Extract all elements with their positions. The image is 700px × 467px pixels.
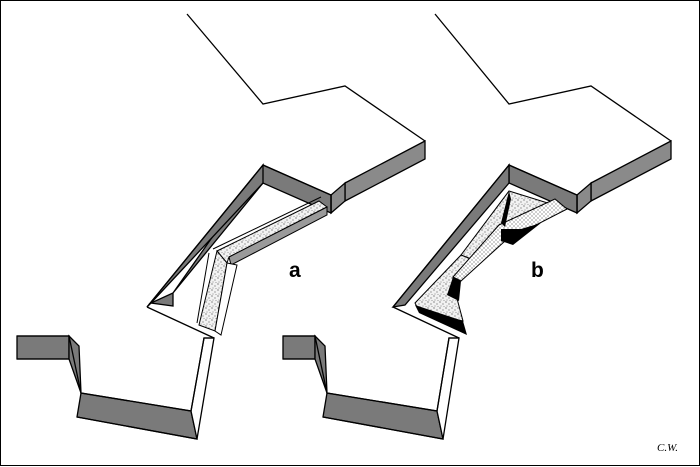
artist-signature: C.W.	[657, 442, 678, 454]
panel-b-terrace-edge	[392, 164, 578, 308]
panel-a-fill-berm-short-face	[214, 262, 238, 336]
panel-b: b	[282, 13, 672, 440]
panel-a-fill-berm-long-face	[228, 206, 328, 266]
panel-a: a	[16, 13, 426, 440]
panel-b-terrace-edge	[392, 306, 460, 339]
panel-b-shadow-face	[501, 191, 511, 227]
panel-b-lower-terrace-edge	[283, 335, 459, 412]
panel-a-inner-line	[212, 196, 322, 250]
panel-a-upper-terrace-outline	[186, 13, 426, 142]
panel-b-upper-step-face	[590, 139, 672, 203]
panel-a-terrace-edge	[146, 306, 215, 339]
panel-b-label: b	[531, 259, 544, 282]
panel-b-upper-step-face	[576, 181, 592, 215]
panel-b-lower-terrace-edge	[322, 416, 444, 440]
panel-a-lower-step-face	[16, 335, 70, 360]
panel-a-upper-step-face	[344, 139, 426, 203]
panel-b-lower-step-face	[322, 392, 444, 440]
panel-a-label: a	[289, 259, 301, 282]
panel-a-lower-step-face	[76, 392, 198, 440]
panel-a-inner-line	[196, 252, 210, 324]
panel-a-lower-terrace-edge	[76, 416, 198, 440]
panel-a-lower-terrace-edge	[17, 335, 214, 412]
panel-b-shadow-face	[415, 305, 467, 335]
panel-a-upper-step-face	[330, 181, 346, 215]
panel-b-upper-terrace-outline	[434, 13, 672, 142]
panel-b-shadow-face	[501, 223, 541, 245]
panel-a-terrace-edge	[146, 164, 332, 308]
panel-b-lower-step-face	[282, 335, 316, 360]
panel-b-shadow-face	[447, 277, 461, 301]
